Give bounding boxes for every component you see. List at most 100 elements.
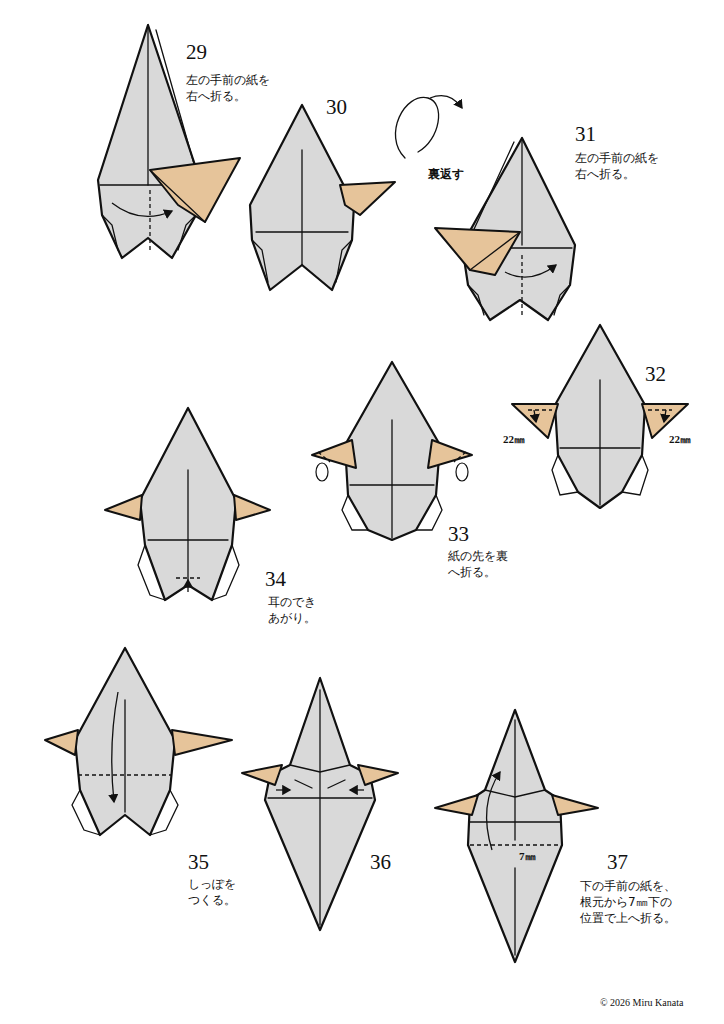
step-29-figure-part — [150, 170, 205, 222]
step-32-figure-part — [534, 410, 536, 422]
step-32-figure — [512, 325, 688, 508]
step-30-figure-part — [336, 240, 352, 282]
step-34-figure-part — [187, 470, 188, 585]
step-35-figure — [45, 648, 232, 835]
step-34-figure-part — [176, 577, 200, 578]
step-36-figure-part — [319, 690, 320, 925]
step-33-figure-part — [456, 463, 468, 481]
step-31-figure — [435, 138, 575, 320]
dimension-label: 22㎜ — [503, 432, 525, 447]
turn-over-symbol — [395, 96, 462, 158]
step-33-figure-part — [316, 463, 328, 481]
step-31-figure-part — [435, 228, 520, 275]
step-number: 32 — [645, 360, 666, 388]
step-36-figure-part — [265, 678, 375, 930]
step-29-figure-part — [178, 215, 196, 250]
instruction-text: 耳のでき あがり。 — [268, 594, 316, 626]
step-33-figure — [312, 362, 472, 540]
step-number: 36 — [370, 848, 391, 876]
step-number: 37 — [607, 848, 628, 876]
step-number: 33 — [448, 520, 469, 548]
step-34-figure-part — [105, 495, 142, 520]
turn-over-symbol-part — [430, 96, 462, 108]
instruction-text: 紙の先を裏 へ折る。 — [448, 548, 508, 580]
step-31-figure-part — [554, 285, 570, 315]
step-30-figure-part — [340, 182, 395, 215]
step-35-figure-part — [78, 774, 172, 775]
step-37-figure-part — [470, 844, 560, 845]
step-36-figure — [242, 678, 398, 930]
step-35-figure-part — [45, 730, 78, 755]
step-37-figure-part — [514, 720, 515, 840]
step-36-figure-part — [242, 765, 282, 785]
step-31-figure-part — [521, 138, 522, 245]
step-29-figure-part — [150, 158, 240, 222]
step-33-figure-part — [342, 495, 368, 530]
step-34-figure-part — [138, 545, 165, 600]
step-29-figure-part — [112, 203, 172, 216]
instruction-text: 下の手前の紙を、 根元から7㎜下の 位置で上へ折る。 — [580, 878, 676, 927]
step-32-figure-part — [664, 410, 666, 422]
step-number: 30 — [326, 93, 347, 121]
step-36-figure-part — [295, 780, 312, 788]
step-37-figure-part — [468, 710, 562, 962]
step-29-figure-part — [102, 215, 118, 250]
step-29-figure-part — [147, 25, 148, 185]
step-33-figure-part — [454, 452, 466, 462]
step-30-figure — [250, 105, 395, 290]
dimension-label: 22㎜ — [669, 432, 691, 447]
step-31-figure-part — [462, 138, 575, 320]
step-33-figure-part — [391, 420, 392, 538]
step-34-figure-part — [187, 580, 188, 592]
step-33-figure-part — [318, 452, 330, 462]
step-32-figure-part — [622, 455, 648, 495]
step-32-figure-part — [642, 404, 688, 438]
step-35-figure-part — [75, 648, 175, 835]
step-35-figure-part — [72, 790, 100, 835]
step-number: 29 — [186, 38, 207, 66]
step-37-figure-part — [435, 795, 478, 815]
step-32-figure-part — [552, 455, 578, 495]
step-31-figure-part — [470, 232, 520, 270]
step-29-figure-part — [98, 25, 200, 258]
dimension-label: 7㎜ — [519, 849, 536, 864]
turn-over-symbol-part — [395, 97, 438, 158]
step-36-figure-part — [328, 780, 345, 788]
step-34-figure-part — [212, 545, 239, 600]
step-31-figure-part — [521, 255, 522, 315]
step-37-figure-part — [514, 868, 515, 955]
step-33-figure-part — [345, 362, 440, 540]
step-37-figure-part — [487, 772, 500, 850]
step-37-figure-part — [552, 795, 598, 815]
step-32-figure-part — [528, 409, 552, 410]
step-32-figure-part — [555, 325, 645, 508]
step-32-figure-part — [512, 404, 558, 438]
step-34-figure-part — [234, 495, 270, 520]
step-33-figure-part — [416, 495, 442, 530]
step-35-figure-part — [112, 692, 118, 802]
step-31-figure-part — [468, 285, 484, 315]
step-30-figure-part — [252, 240, 268, 282]
instruction-text: 左の手前の紙を 右へ折る。 — [186, 72, 270, 104]
step-34-figure — [105, 408, 270, 600]
step-34-figure-part — [140, 408, 236, 600]
instruction-text: しっぽを つくる。 — [188, 876, 236, 908]
step-37-figure — [435, 710, 598, 962]
turn-over-label: 裏返す — [428, 166, 464, 182]
step-32-figure-part — [648, 409, 672, 410]
step-31-figure-part — [470, 142, 514, 238]
step-31-figure-part — [505, 265, 556, 277]
step-number: 35 — [188, 848, 209, 876]
step-30-figure-part — [301, 150, 302, 265]
step-32-figure-part — [599, 380, 600, 505]
step-36-figure-part — [350, 789, 364, 790]
instruction-text: 左の手前の紙を 右へ折る。 — [575, 150, 659, 182]
step-35-figure-part — [150, 790, 178, 835]
step-36-figure-part — [276, 789, 290, 790]
copyright-note: © 2026 Miru Kanata — [600, 996, 683, 1010]
step-35-figure-part — [172, 730, 232, 755]
step-35-figure-part — [124, 700, 125, 812]
step-number: 31 — [575, 120, 596, 148]
step-number: 34 — [265, 565, 286, 593]
